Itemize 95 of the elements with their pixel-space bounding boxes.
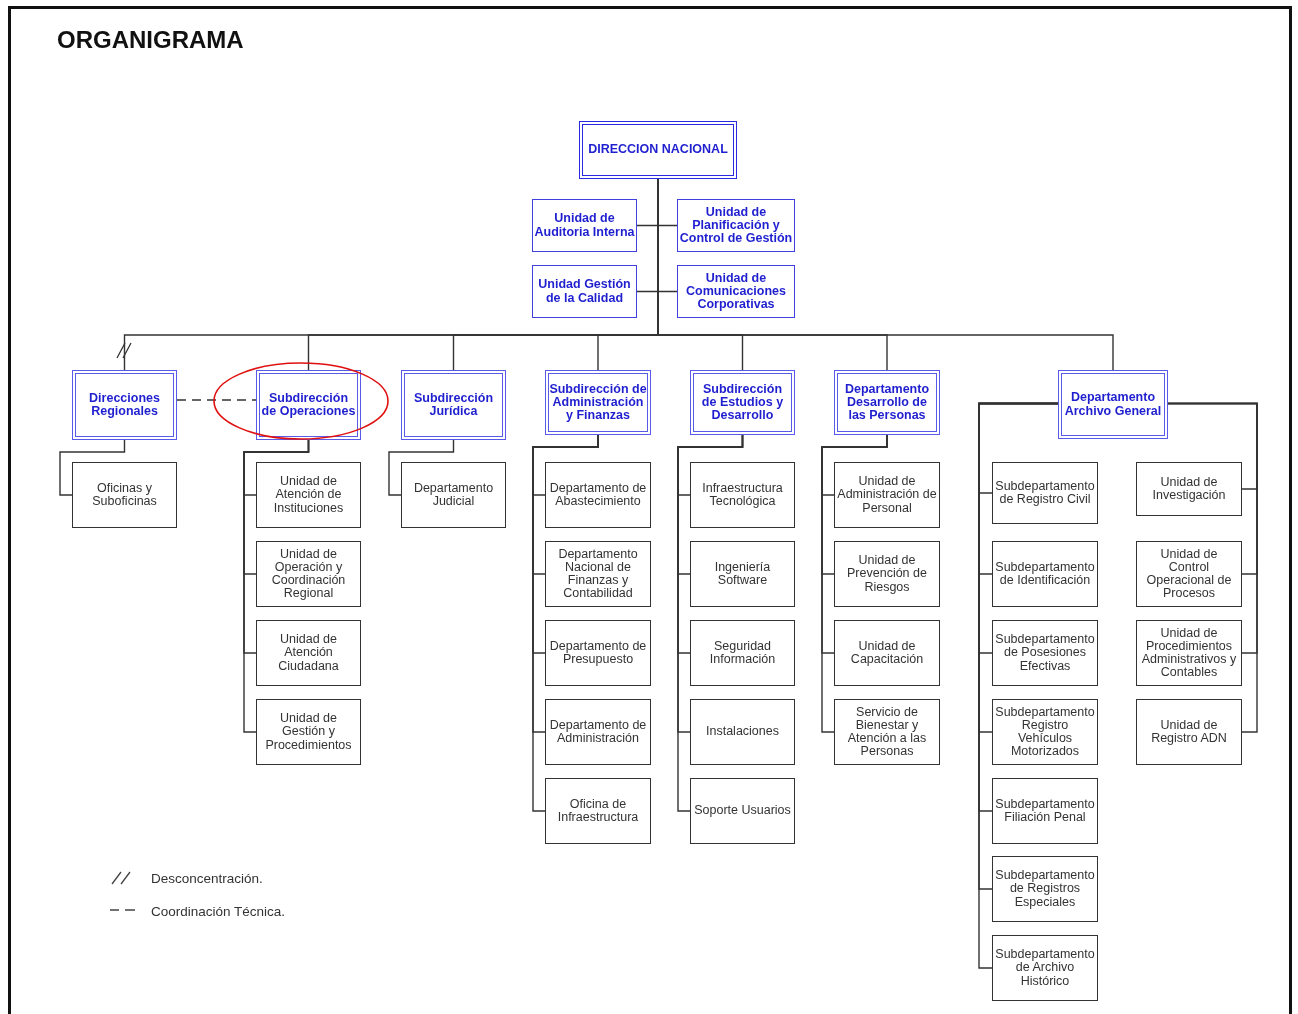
org-unit-box	[834, 370, 940, 435]
unit-name: Unidad Gestión de la Calidad	[537, 278, 632, 305]
unit-name: Unidad de Capacitación	[849, 639, 925, 667]
legend-text: Coordinación Técnica.	[151, 904, 286, 919]
unit-name: Unidad de Auditoria Interna	[533, 212, 636, 239]
org-unit-box	[834, 620, 940, 686]
unit-name: Instalaciones	[706, 725, 779, 739]
unit-name: Direcciones Regionales	[88, 391, 161, 419]
org-unit-box	[677, 265, 795, 318]
unit-name: Unidad de Registro ADN	[1150, 718, 1228, 746]
unit-name: Seguridad Información	[708, 639, 777, 667]
unit-name: Unidad de Prevención de Riesgos	[846, 554, 928, 594]
org-unit-box	[545, 778, 651, 844]
unit-name: Unidad de Gestión y Procedimientos	[264, 712, 353, 752]
org-unit-box	[532, 265, 637, 318]
chart-title: ORGANIGRAMA	[57, 26, 244, 54]
org-unit-box	[579, 121, 737, 179]
unit-name: Departamento Nacional de Finanzas y Contabilidad	[557, 547, 639, 601]
org-unit-box	[545, 370, 651, 435]
connector-line	[388, 439, 455, 496]
org-unit-box	[256, 370, 361, 440]
org-unit-box	[256, 699, 361, 765]
org-unit-box	[1136, 541, 1242, 607]
unit-name: Oficinas y Suboficinas	[91, 481, 158, 509]
org-unit-box	[545, 541, 651, 607]
org-unit-box	[992, 699, 1098, 765]
connector-line	[243, 439, 310, 733]
unit-name: Servicio de Bienestar y Atención a las Personas	[846, 705, 928, 759]
org-unit-box	[834, 462, 940, 528]
unit-name: Oficina de Infraestructura	[556, 797, 640, 825]
org-unit-box	[690, 462, 795, 528]
connector-line	[59, 439, 126, 496]
org-unit-box	[1136, 699, 1242, 765]
unit-name: Soporte Usuarios	[694, 804, 791, 818]
org-unit-box	[256, 462, 361, 528]
unit-name: Departamento de Abastecimiento	[548, 481, 648, 509]
unit-name: Subdirección de Estudios y Desarrollo	[700, 382, 785, 423]
org-unit-box	[532, 199, 637, 252]
org-unit-box	[545, 699, 651, 765]
unit-name: Unidad de Planificación y Control de Gestión	[678, 205, 794, 246]
unit-name: Unidad de Operación y Coordinación Regional	[270, 547, 347, 601]
org-unit-box	[1136, 462, 1242, 516]
unit-name: Departamento de Presupuesto	[548, 639, 648, 667]
org-unit-box	[690, 541, 795, 607]
unit-name: Unidad de Atención Ciudadana	[277, 633, 340, 673]
dashed-connector	[176, 399, 257, 401]
org-unit-box	[992, 778, 1098, 844]
org-unit-box	[834, 699, 940, 765]
org-unit-box	[401, 370, 506, 440]
unit-name: Unidad de Comunicaciones Corporativas	[685, 271, 787, 312]
unit-name: Infraestructura Tecnológica	[701, 481, 784, 509]
unit-name: Departamento Judicial	[412, 481, 495, 509]
unit-name: Subdepartamento de Registro Civil	[995, 479, 1095, 507]
org-unit-box	[690, 620, 795, 686]
unit-name: Subdepartamento de Archivo Histórico	[995, 948, 1095, 988]
org-unit-box	[677, 199, 795, 252]
unit-name: Subdepartamento Registro Vehículos Motorizados	[995, 705, 1095, 759]
org-unit-box	[256, 620, 361, 686]
org-unit-box	[992, 935, 1098, 1001]
connector-line	[677, 434, 744, 812]
org-unit-box	[992, 620, 1098, 686]
legend-text: Desconcentración.	[151, 871, 263, 886]
unit-name: Unidad de Procedimientos Administrativos y Contables	[1140, 626, 1238, 680]
org-unit-box	[690, 778, 795, 844]
org-unit-box	[256, 541, 361, 607]
unit-name: Subdepartamento Filiación Penal	[995, 797, 1095, 825]
unit-name: Subdirección de Operaciones	[260, 391, 357, 419]
org-unit-box	[72, 462, 177, 528]
unit-name: Subdirección de Administración y Finanzas	[549, 382, 647, 423]
org-unit-box	[545, 462, 651, 528]
unit-name: Departamento de Administración	[548, 718, 648, 746]
unit-name: Unidad de Control Operacional de Procesos	[1145, 547, 1233, 601]
org-unit-box	[545, 620, 651, 686]
org-unit-box	[401, 462, 506, 528]
org-unit-box	[992, 462, 1098, 524]
unit-name: Subdepartamento de Posesiones Efectivas	[995, 633, 1095, 673]
unit-name: Subdepartamento de Identificación	[995, 560, 1095, 588]
unit-name: Departamento Desarrollo de las Personas	[843, 382, 930, 423]
org-unit-box	[690, 699, 795, 765]
unit-name: Departamento Archivo General	[1063, 391, 1163, 418]
unit-name: DIRECCION NACIONAL	[588, 143, 728, 157]
org-unit-box	[1058, 370, 1168, 439]
unit-name: Subdirección Jurídica	[412, 391, 495, 419]
unit-name: Subdepartamento de Registros Especiales	[995, 869, 1095, 909]
org-unit-box	[1136, 620, 1242, 686]
org-unit-box	[690, 370, 795, 435]
org-unit-box	[834, 541, 940, 607]
unit-name: Ingeniería Software	[713, 560, 772, 588]
org-unit-box	[72, 370, 177, 440]
org-unit-box	[992, 541, 1098, 607]
unit-name: Unidad de Atención de Instituciones	[272, 475, 345, 515]
unit-name: Unidad de Investigación	[1151, 475, 1227, 503]
org-unit-box	[992, 856, 1098, 922]
connector-line	[1167, 402, 1258, 733]
unit-name: Unidad de Administración de Personal	[837, 475, 937, 515]
